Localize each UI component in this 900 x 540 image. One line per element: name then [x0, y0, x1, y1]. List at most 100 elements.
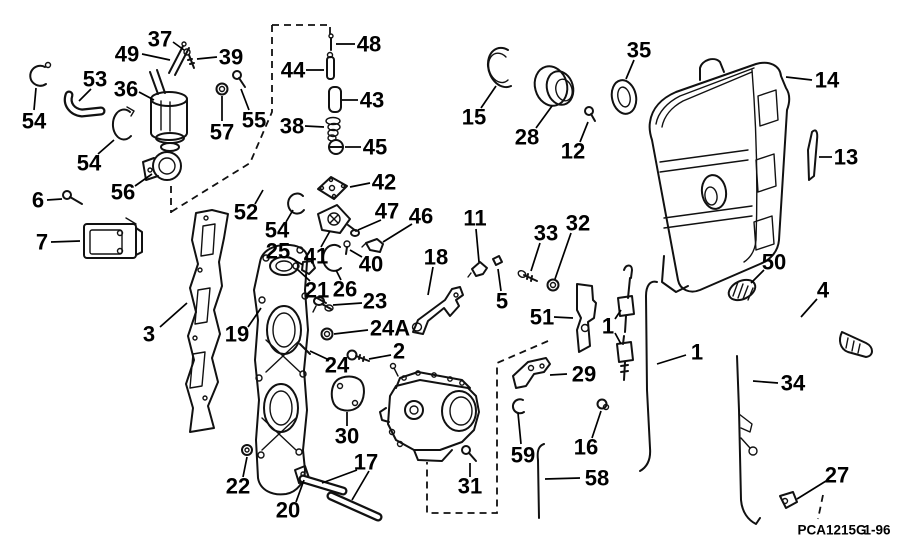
leader-line-35: [625, 59, 635, 80]
leader-line-1: [614, 332, 622, 345]
nut-16: [596, 398, 610, 411]
callout-7-11: 7: [36, 230, 48, 255]
retaining-clip-54a: [29, 61, 52, 87]
callout-5-42: 5: [496, 289, 508, 314]
leader-line-56: [134, 173, 153, 187]
pin-5: [492, 255, 503, 266]
clip-25: [301, 260, 316, 275]
leader-line-4: [800, 298, 818, 318]
leader-line-2: [368, 354, 392, 360]
leader-line-54: [33, 87, 37, 111]
leader-line-24: [309, 350, 328, 360]
callout-15-33: 15: [462, 105, 486, 130]
callout-56-7: 56: [111, 180, 135, 205]
leader-line-54: [97, 139, 115, 155]
clip-59: [511, 398, 525, 415]
carburetor-dashed-box: [426, 340, 824, 520]
carburetor-assembly: [379, 362, 480, 462]
callout-53-3: 53: [83, 67, 107, 92]
callout-43-14: 43: [360, 88, 384, 113]
screw-12: [584, 106, 596, 122]
leader-line-19: [247, 307, 262, 328]
callout-6-10: 6: [32, 188, 44, 213]
hoses-17: [298, 474, 383, 522]
leader-line-37: [172, 41, 185, 51]
leader-line-51: [553, 316, 574, 319]
leader-line-16: [591, 410, 602, 439]
fitting-23: [312, 296, 334, 313]
fuel-filter-36: [149, 69, 188, 152]
callout-16-49: 16: [574, 435, 598, 460]
callout-29-48: 29: [572, 362, 596, 387]
leader-line-39: [196, 56, 218, 60]
callout-39-2: 39: [219, 45, 243, 70]
leader-line-24A: [333, 329, 369, 335]
leader-line-1: [656, 354, 687, 365]
leader-line-59: [517, 412, 522, 445]
air-silencer-14: [648, 58, 791, 293]
leader-line-42: [349, 182, 371, 188]
leader-line-55: [240, 88, 250, 111]
leader-line-36: [138, 91, 155, 101]
callout-51-45: 51: [530, 305, 554, 330]
callout-54-32: 54: [265, 218, 290, 243]
callout-12-35: 12: [561, 139, 585, 164]
callout-14-37: 14: [815, 68, 840, 93]
leader-line-23: [332, 302, 363, 306]
callout-47-18: 47: [375, 199, 399, 224]
plunger-44: [326, 51, 335, 80]
leader-line-17: [351, 470, 370, 501]
callout-27-53: 27: [825, 463, 849, 488]
leader-line-34: [752, 380, 779, 384]
callout-23-25: 23: [363, 289, 387, 314]
callout-55-9: 55: [242, 108, 266, 133]
pin-52: [249, 167, 284, 193]
leader-line-22: [242, 456, 248, 478]
callout-41-20: 41: [304, 244, 328, 269]
leader-line-32: [554, 232, 572, 280]
callout-22-57: 22: [226, 474, 250, 499]
leader-line-25: [288, 256, 304, 266]
callout-31-58: 31: [458, 474, 482, 499]
leader-line-52: [254, 189, 264, 205]
nut-22: [241, 444, 253, 456]
callout-17-55: 17: [354, 450, 378, 475]
callout-46-19: 46: [409, 204, 433, 229]
callout-45-16: 45: [363, 135, 387, 160]
leader-line-58: [544, 477, 581, 480]
callout-54-5: 54: [22, 109, 47, 134]
screw-31: [461, 445, 477, 462]
callout-34-52: 34: [781, 371, 806, 396]
callout-1-46: 1: [602, 314, 614, 339]
callout-11-41: 11: [463, 206, 486, 231]
grommet-35: [610, 79, 638, 115]
leader-line-17: [321, 469, 358, 484]
callout-54-6: 54: [77, 151, 102, 176]
callout-13-38: 13: [834, 145, 858, 170]
callout-40-21: 40: [359, 252, 383, 277]
callout-38-15: 38: [280, 114, 304, 139]
rod-34: [736, 355, 761, 525]
fuel-hose-53: [63, 90, 106, 118]
fuel-pump-41: [317, 204, 357, 234]
pump-plate-42: [317, 176, 348, 200]
leader-line-53: [78, 88, 92, 102]
callout-21-24: 21: [305, 278, 329, 303]
callout-3-29: 3: [143, 322, 155, 347]
intake-manifold-19-20: [253, 243, 311, 496]
screw-55: [232, 70, 246, 88]
callout-52-31: 52: [234, 200, 258, 225]
leader-line-27: [796, 480, 827, 500]
callout-57-8: 57: [210, 120, 234, 145]
rod-58: [536, 443, 545, 519]
fitting-46: [361, 238, 384, 253]
nut-57: [215, 82, 229, 96]
callout-28-34: 28: [515, 125, 539, 150]
screw-6: [62, 190, 83, 205]
callout-58-50: 58: [585, 466, 609, 491]
module-7: [83, 217, 143, 259]
leader-line-41: [320, 230, 331, 248]
screw-40: [343, 240, 351, 255]
